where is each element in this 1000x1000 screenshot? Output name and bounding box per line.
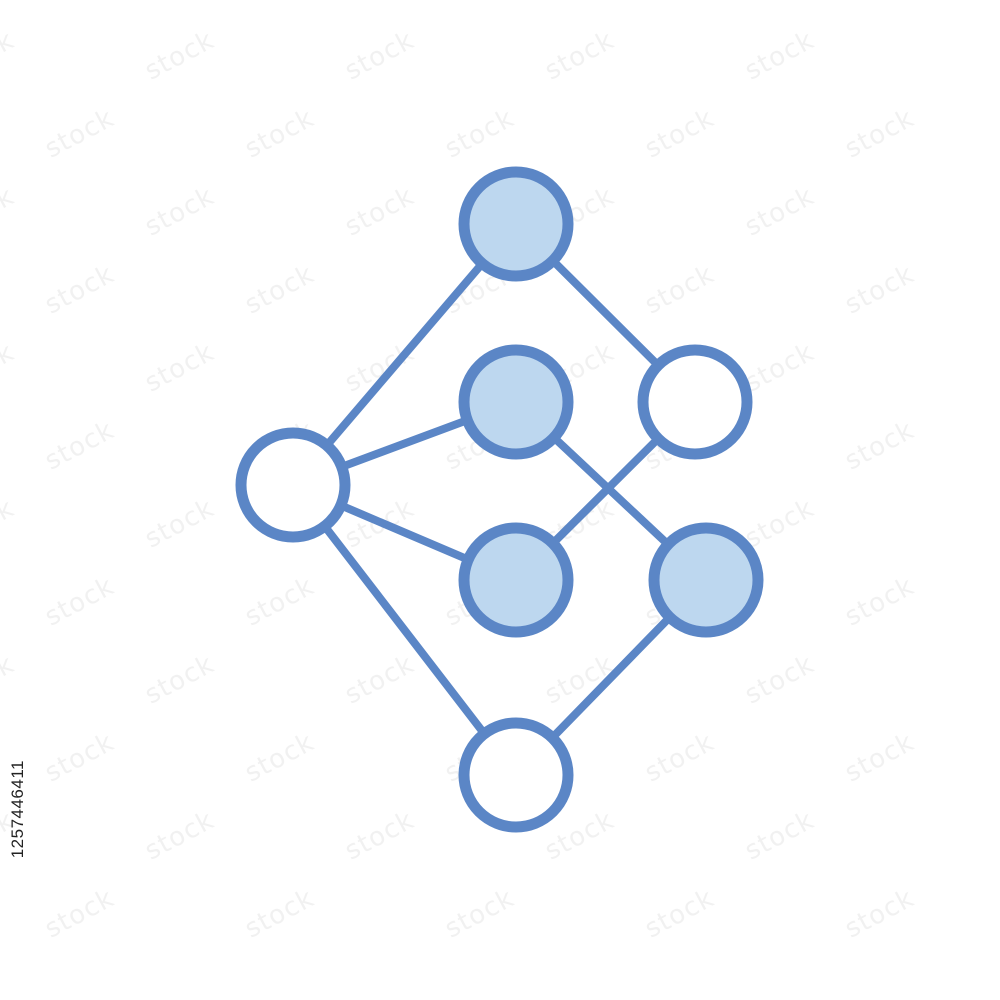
graph-edges — [289, 220, 710, 779]
node-middle-lower — [458, 522, 574, 638]
node-right-upper — [637, 344, 753, 460]
node-left — [235, 427, 351, 543]
node-top — [458, 166, 574, 282]
node-right-lower — [648, 522, 764, 638]
graph-nodes — [235, 166, 764, 833]
stock-id-label: 1257446411 — [8, 760, 27, 859]
node-middle-upper — [458, 344, 574, 460]
node-bottom — [458, 717, 574, 833]
edge-left-bottom — [289, 481, 520, 779]
